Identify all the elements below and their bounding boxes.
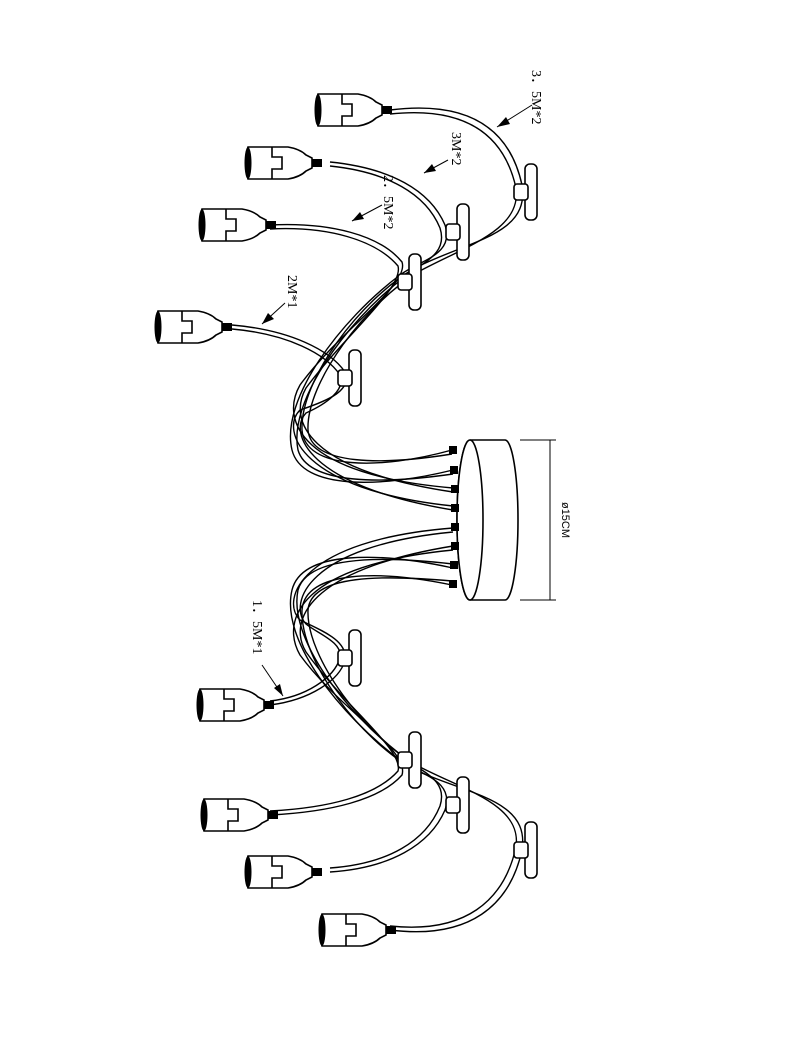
- ceiling-canopy: [449, 439, 519, 601]
- canopy-cable-glands: [449, 446, 459, 588]
- mount-6: [397, 731, 422, 789]
- label-l2: 3M*2: [448, 132, 463, 165]
- label-l1: 3．5M*2: [528, 70, 543, 124]
- label-l4: 2M*1: [284, 275, 299, 308]
- lamp-socket-6: [199, 798, 279, 832]
- length-callouts: 3．5M*2 3M*2 2．5M*2 2M*1 1．5M*1: [249, 70, 543, 697]
- lamp-socket-5: [195, 688, 275, 722]
- mount-1: [513, 163, 538, 221]
- label-l3: 2．5M*2: [380, 175, 395, 229]
- lamp-socket-2: [243, 146, 323, 180]
- mount-2: [445, 203, 470, 261]
- mount-3: [397, 253, 422, 311]
- mount-4: [337, 349, 362, 407]
- lamp-socket-1: [313, 93, 393, 127]
- lamp-socket-3: [197, 208, 277, 242]
- lamp-socket-4: [153, 310, 233, 344]
- diameter-dimension: ø15CM: [520, 439, 571, 601]
- lamp-socket-8: [317, 913, 397, 947]
- mount-5: [337, 629, 362, 687]
- diameter-label: ø15CM: [559, 502, 571, 538]
- mount-7: [445, 776, 470, 834]
- lamp-socket-7: [243, 855, 323, 889]
- lamp-sockets: [153, 93, 397, 947]
- suspension-mounts: [337, 163, 538, 879]
- label-l5: 1．5M*1: [249, 600, 264, 654]
- mount-8: [513, 821, 538, 879]
